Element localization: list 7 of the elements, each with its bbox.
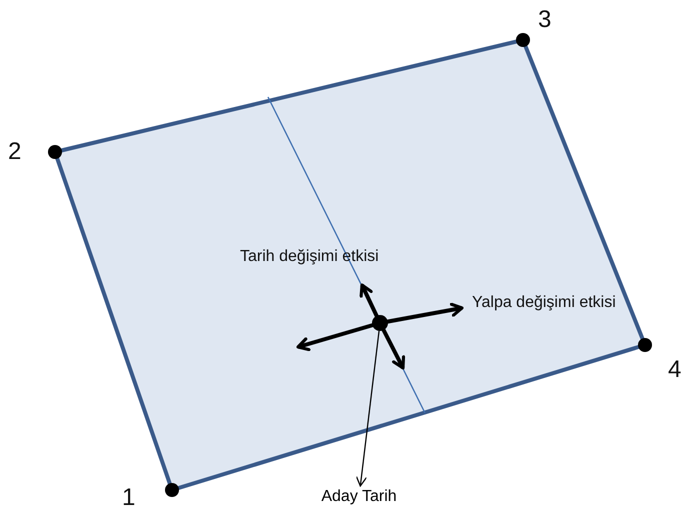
point-label: Aday Tarih [300,486,418,508]
corner-number: 2 [8,138,22,167]
corner-number: 4 [668,356,682,385]
effect-label: Yalpa değişimi etkisi [472,293,617,312]
corner-number: 3 [538,6,552,35]
corner-number: 1 [122,484,136,513]
leader-line [356,330,380,487]
